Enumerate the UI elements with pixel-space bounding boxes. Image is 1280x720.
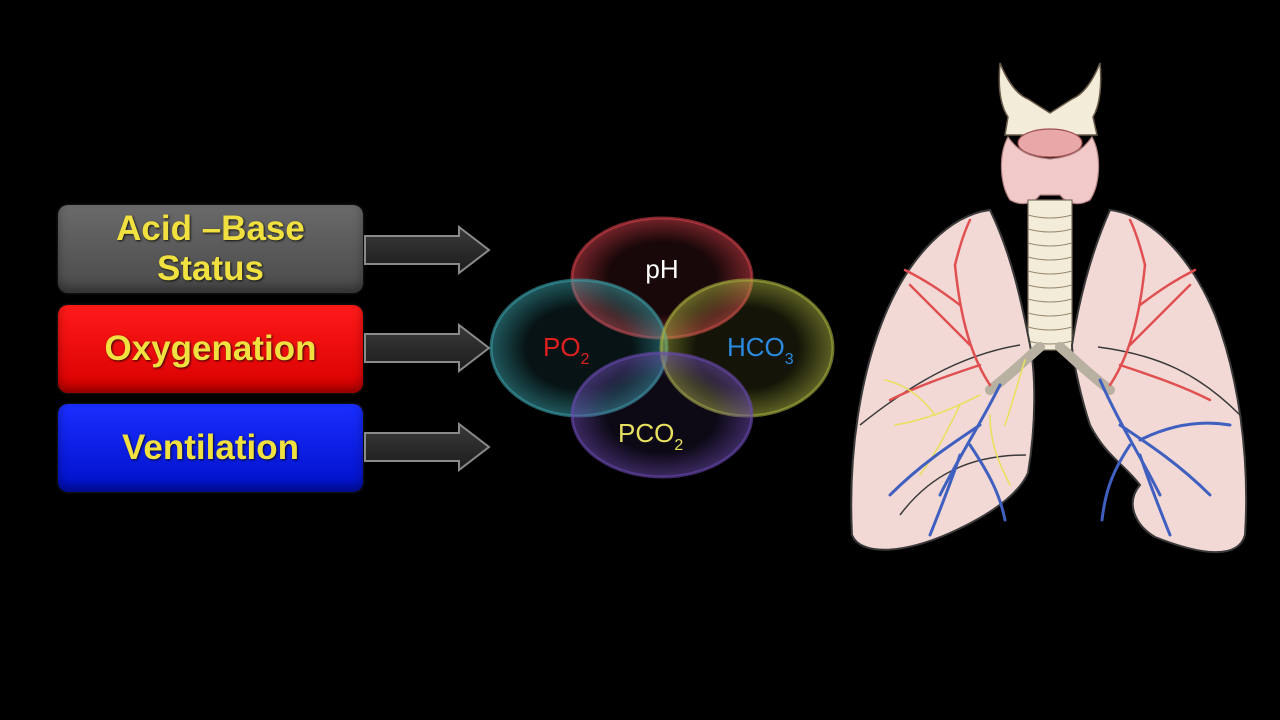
pulmonary-veins [888, 378, 1232, 537]
arrow-right-icon [364, 422, 491, 472]
oxygenation-box: Oxygenation [58, 305, 363, 393]
pco2-circle [570, 351, 754, 479]
ventilation-box: Ventilation [58, 404, 363, 492]
bronchi [985, 342, 1115, 395]
acid-base-status-box: Acid –Base Status [58, 205, 363, 293]
vocal-cords [1017, 128, 1083, 158]
oxygenation-label: Oxygenation [104, 329, 317, 368]
bronchioles [884, 359, 1026, 486]
hco3-label: HCO3 [727, 332, 794, 368]
acid-base-label-line2: Status [157, 249, 264, 288]
trachea [1027, 199, 1073, 351]
arrow-right-icon [364, 323, 491, 373]
ventilation-label: Ventilation [122, 428, 299, 467]
ph-label: pH [645, 254, 678, 284]
lungs-illustration [850, 62, 1248, 554]
arrow-right-icon [364, 225, 491, 275]
pco2-label: PCO2 [618, 418, 683, 454]
left-lung [1070, 208, 1248, 554]
acid-base-label-line1: Acid –Base [116, 209, 305, 248]
blood-gas-venn-diagram: pH PO2 HCO3 PCO2 [489, 216, 835, 479]
thyroid-gland [1000, 135, 1100, 205]
pulmonary-arteries [888, 218, 1212, 402]
larynx [998, 62, 1102, 136]
right-lung [850, 208, 1036, 551]
po2-label: PO2 [543, 332, 590, 368]
